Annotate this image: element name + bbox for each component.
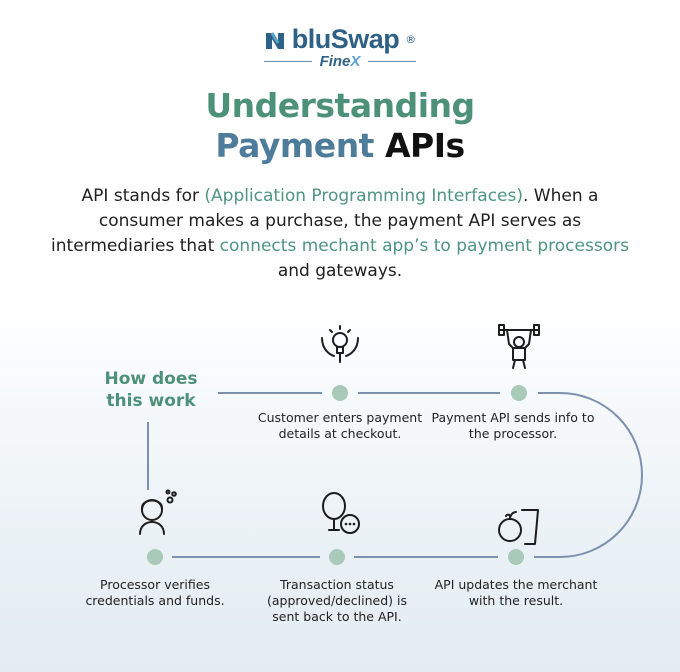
step-dot: [147, 549, 163, 565]
title-word-3: APIs: [384, 126, 465, 165]
intro-highlight-2: connects mechant app’s to payment proces…: [219, 236, 629, 256]
intro-paragraph: API stands for (Application Programming …: [51, 186, 629, 281]
step-dot: [508, 549, 524, 565]
registered-mark: ®: [405, 33, 417, 46]
fruit-jar-icon: [498, 509, 539, 545]
step-dot: [332, 385, 348, 401]
logo-divider-right: [368, 61, 417, 62]
step-label-4: Transaction status (approved/declined) i…: [267, 577, 407, 624]
logo-divider-left: [263, 61, 312, 62]
page-title: Understanding Payment APIs: [0, 86, 680, 166]
brand-name: bluSwap: [291, 24, 400, 54]
step-dot: [511, 385, 527, 401]
title-word-1: Understanding: [205, 86, 475, 125]
mirror-chat-icon: [322, 492, 360, 534]
title-word-2: Payment: [215, 126, 374, 165]
intro-highlight-1: (Application Programming Interfaces): [204, 186, 523, 206]
flow-heading: How does this work: [104, 369, 198, 411]
step-label-5: Processor verifies credentials and funds…: [85, 577, 225, 608]
thinking-woman-icon: [139, 489, 177, 535]
step-dot: [329, 549, 345, 565]
step-label-2: Payment API sends info to the processor.: [431, 410, 595, 441]
bluswap-logo-icon: [265, 31, 284, 49]
connector-curve: [534, 392, 643, 558]
step-label-3: API updates the merchant with the result…: [434, 577, 598, 608]
lightbulb-hands-icon: [321, 325, 359, 363]
step-label-1: Customer enters payment details at check…: [257, 410, 423, 441]
weightlifter-icon: [498, 324, 540, 369]
logo-subtitle: FineX: [319, 53, 361, 70]
logo: bluSwap ® FineX: [0, 24, 680, 70]
